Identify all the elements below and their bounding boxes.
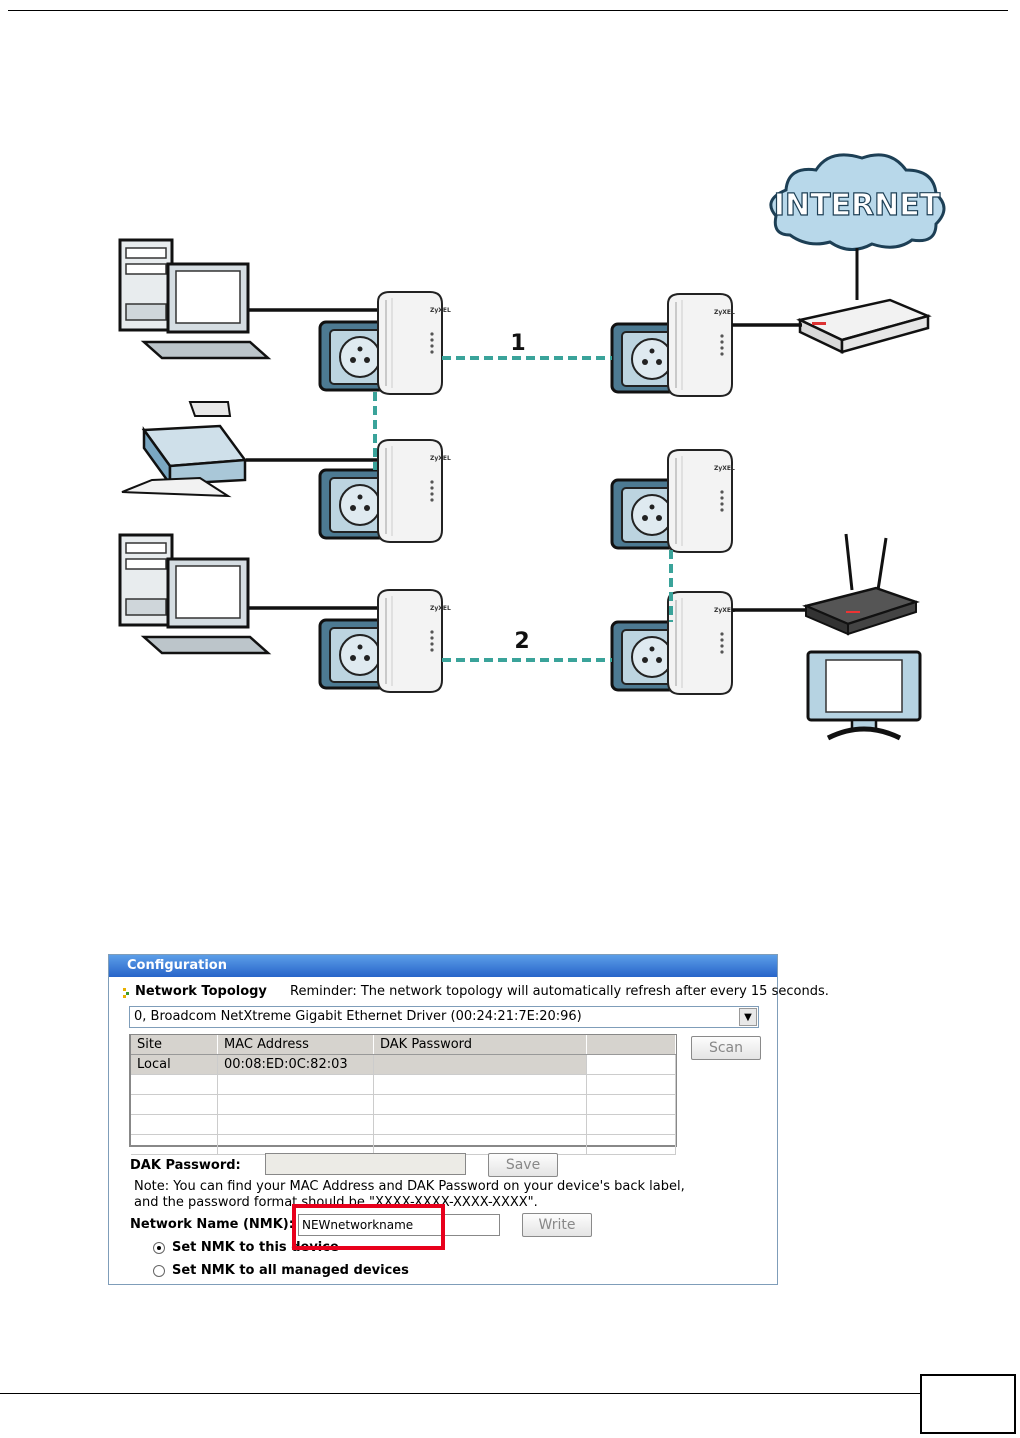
link-label-2: 2 (514, 629, 529, 654)
adapter-brand-label: ZyXEL (714, 309, 735, 316)
highlight-box (292, 1204, 445, 1250)
network-name-input[interactable]: NEWnetworkname (298, 1214, 500, 1236)
radio-label-all-devices: Set NMK to all managed devices (172, 1263, 409, 1278)
note-line-1: Note: You can find your MAC Address and … (134, 1179, 685, 1194)
table-row[interactable] (131, 1114, 676, 1135)
table-row[interactable] (131, 1134, 676, 1155)
radio-set-nmk-all-devices[interactable] (153, 1265, 165, 1277)
cell-dak (373, 1054, 587, 1075)
page-number-box (920, 1374, 1016, 1434)
dak-password-label: DAK Password: (130, 1158, 241, 1173)
cell-extra (586, 1054, 676, 1075)
scan-button[interactable]: Scan (691, 1036, 761, 1060)
column-header-site[interactable]: Site (131, 1035, 218, 1055)
column-header-mac[interactable]: MAC Address (217, 1035, 374, 1055)
refresh-reminder: Reminder: The network topology will auto… (290, 984, 829, 999)
cell-site: Local (131, 1054, 218, 1075)
printer-icon (121, 401, 248, 498)
radio-label-this-device: Set NMK to this device (172, 1240, 339, 1255)
network-adapter-value: 0, Broadcom NetXtreme Gigabit Ethernet D… (134, 1009, 582, 1024)
table-header-row: Site MAC Address DAK Password (131, 1035, 676, 1055)
radio-set-nmk-this-device[interactable] (153, 1242, 165, 1254)
cell-mac: 00:08:ED:0C:82:03 (217, 1054, 374, 1075)
configuration-title: Configuration (109, 955, 777, 977)
dropdown-arrow-icon[interactable]: ▼ (739, 1008, 757, 1026)
modem-icon (796, 298, 932, 354)
save-button[interactable]: Save (488, 1153, 558, 1177)
adapter-brand-label: ZyXEL (430, 455, 451, 462)
footer-rule (0, 1393, 920, 1394)
table-row[interactable] (131, 1094, 676, 1115)
devices-table: Site MAC Address DAK Password Local 00:0… (129, 1034, 677, 1155)
network-topology-label: Network Topology (135, 984, 267, 999)
network-adapter-select[interactable]: 0, Broadcom NetXtreme Gigabit Ethernet D… (129, 1006, 759, 1028)
adapter-brand-label: ZyXEL (714, 465, 735, 472)
television-icon (806, 650, 922, 741)
network-name-label: Network Name (NMK): (130, 1217, 294, 1232)
dak-password-input[interactable] (265, 1153, 466, 1175)
internet-cloud (769, 153, 946, 251)
internet-label: INTERNET (774, 188, 941, 223)
powerline-network-diagram: INTERNET ZyXEL ZyXEL ZyXEL ZyXEL ZyXEL Z… (118, 153, 946, 741)
adapter-brand-label: ZyXEL (430, 307, 451, 314)
network-name-value: NEWnetworkname (302, 1218, 414, 1232)
header-rule (8, 10, 1008, 11)
table-row[interactable]: Local 00:08:ED:0C:82:03 (131, 1054, 676, 1075)
adapter-brand-label: ZyXEL (430, 605, 451, 612)
link-label-1: 1 (510, 331, 525, 356)
wireless-router-icon (802, 533, 920, 636)
adapter-brand-label: ZyXEL (714, 607, 735, 614)
column-header-dak[interactable]: DAK Password (373, 1035, 587, 1055)
write-button[interactable]: Write (522, 1213, 592, 1237)
desktop-pc-icon (118, 533, 270, 655)
topology-tree-icon (123, 988, 129, 998)
table-row[interactable] (131, 1074, 676, 1095)
column-header-extra[interactable] (586, 1035, 676, 1055)
desktop-pc-icon (118, 238, 270, 360)
configuration-panel: Configuration Network Topology Reminder:… (108, 954, 829, 1285)
